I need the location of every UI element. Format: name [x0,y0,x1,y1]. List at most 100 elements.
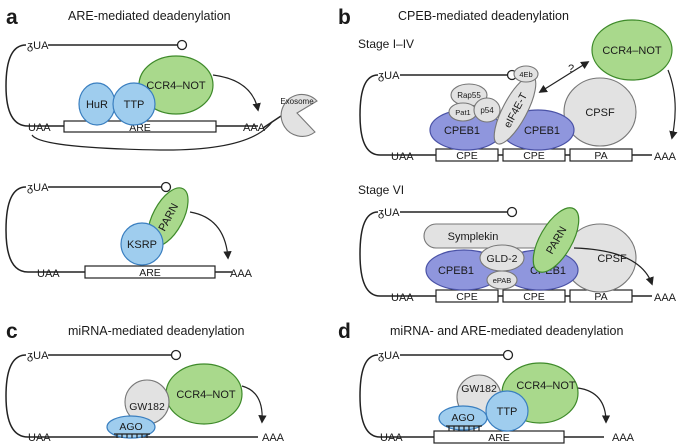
ago-protein [106,415,156,439]
deadenylation-arrow [189,211,232,260]
panel-d-title: miRNA- and ARE-mediated deadenylation [390,324,624,338]
mrna-strand [359,74,652,156]
deadenylation-arrow [573,247,654,286]
cpsf-label: CPSF [597,253,627,265]
are-element-label: ARE [139,267,161,279]
cpsf-label: CPSF [585,107,615,119]
mrna-strand [359,354,604,438]
cap-circle [176,39,188,51]
deadenylation-arrow [667,69,678,140]
cap-circle [502,349,514,361]
cpeb1-right-label: CPEB1 [524,125,560,137]
panel-a-top-mrna: ᵹUA UAA ARE AAA Exosome CCR4–NOT HuR TTP [5,39,318,151]
panel-b-title: CPEB-mediated deadenylation [398,9,569,23]
gw182-label: GW182 [461,383,497,395]
exosome-inhibition-bar [262,115,282,129]
epab-label: ePAB [493,276,512,285]
stop-codon-label: UAA [391,151,414,163]
panel-c-title: miRNA-mediated deadenylation [68,324,245,338]
mrna-strand [5,354,258,438]
ago-label: AGO [119,421,142,433]
panel-b-stage-1-4: Stage I–IV ᵹUA UAA CPE CPE PA AAA CPSF C… [358,19,678,163]
exosome-label: Exosome [280,97,314,106]
cap-label: ᵹUA [378,70,400,82]
cpeb1-left-label: CPEB1 [438,265,474,277]
parn-protein [532,207,580,273]
stop-codon-label: UAA [37,268,60,280]
cpeb1-left-label: CPEB1 [444,125,480,137]
pa-label: PA [594,150,607,162]
mrna-strand [5,44,258,127]
ccr4-not-label: CCR4–NOT [176,389,236,401]
p54-protein [473,97,501,123]
mrna-strand [359,211,652,297]
panel-d: d miRNA- and ARE-mediated deadenylation … [338,320,635,444]
ttp-protein [112,82,156,126]
polya-label: AAA [654,292,677,304]
cpe-label-2: CPE [523,150,545,162]
are-element-label: ARE [488,432,510,444]
deadenylation-arrow [577,387,611,424]
ccr4-not-complex [591,19,673,81]
stop-codon-label: UAA [28,432,51,444]
exosome-shape [280,93,318,137]
stage-6-label: Stage VI [358,183,404,197]
ksrp-protein [120,222,164,266]
polya-label: AAA [262,432,285,444]
cpe-label-1: CPE [456,150,478,162]
cap-label: ᵹUA [378,207,400,219]
deadenylation-arrow [241,385,267,424]
cap-label: ᵹUA [27,350,49,362]
mirna-duplex [446,425,482,431]
panel-b-letter: b [338,6,351,29]
cap-circle [506,206,518,218]
4eb-label: 4Eb [519,70,532,79]
cap-label: ᵹUA [27,182,49,194]
exosome-inhibition-line [31,121,273,151]
mirna-duplex [114,433,150,438]
gw182-label: GW182 [129,401,165,413]
ccr4-not-label: CCR4–NOT [146,80,206,92]
ago-label: AGO [451,412,474,424]
mrna-strand [5,186,232,273]
gld2-label: GLD-2 [487,253,518,265]
panel-a-title: ARE-mediated deadenylation [68,9,231,23]
cpe-label-2: CPE [523,291,545,303]
are-element-box [433,430,565,444]
ttp-label: TTP [497,406,518,418]
cap-label: ᵹUA [27,40,49,52]
stop-codon-label: UAA [380,432,403,444]
stop-codon-label: UAA [28,122,51,134]
pat1-label: Pat1 [455,108,470,117]
ksrp-label: KSRP [127,239,157,251]
deadenylation-arrow [212,74,261,112]
ccr4-not-label: CCR4–NOT [602,45,662,57]
panel-a-letter: a [6,6,18,29]
stop-codon-label: UAA [391,292,414,304]
cap-label: ᵹUA [378,350,400,362]
ccr4-not-label: CCR4–NOT [516,380,576,392]
panel-a-bottom-mrna: ᵹUA UAA ARE AAA PARN KSRP [5,181,253,280]
polya-label: AAA [230,268,253,280]
polya-label: AAA [612,432,635,444]
cap-circle [170,349,182,361]
ttp-label: TTP [124,99,145,111]
hur-label: HuR [86,99,108,111]
interaction-arrow [538,61,590,93]
panel-c-letter: c [6,320,18,343]
polya-label: AAA [243,122,266,134]
p54-label: p54 [480,106,494,115]
are-element-box [84,265,216,279]
pa-label: PA [594,291,607,303]
cap-circle [160,181,172,193]
panel-c: c miRNA-mediated deadenylation ᵹUA UAA A… [5,320,285,444]
panel-b-stage-6: Stage VI ᵹUA UAA CPE CPE PA AAA CPSF Sym… [358,183,677,304]
pa-box [569,148,633,162]
interaction-question: ? [568,63,574,75]
ttp-protein [485,390,529,432]
rap55-label: Rap55 [457,91,481,100]
symplekin-label: Symplekin [448,231,499,243]
stage-1-4-label: Stage I–IV [358,37,414,51]
epab-protein [486,270,518,290]
